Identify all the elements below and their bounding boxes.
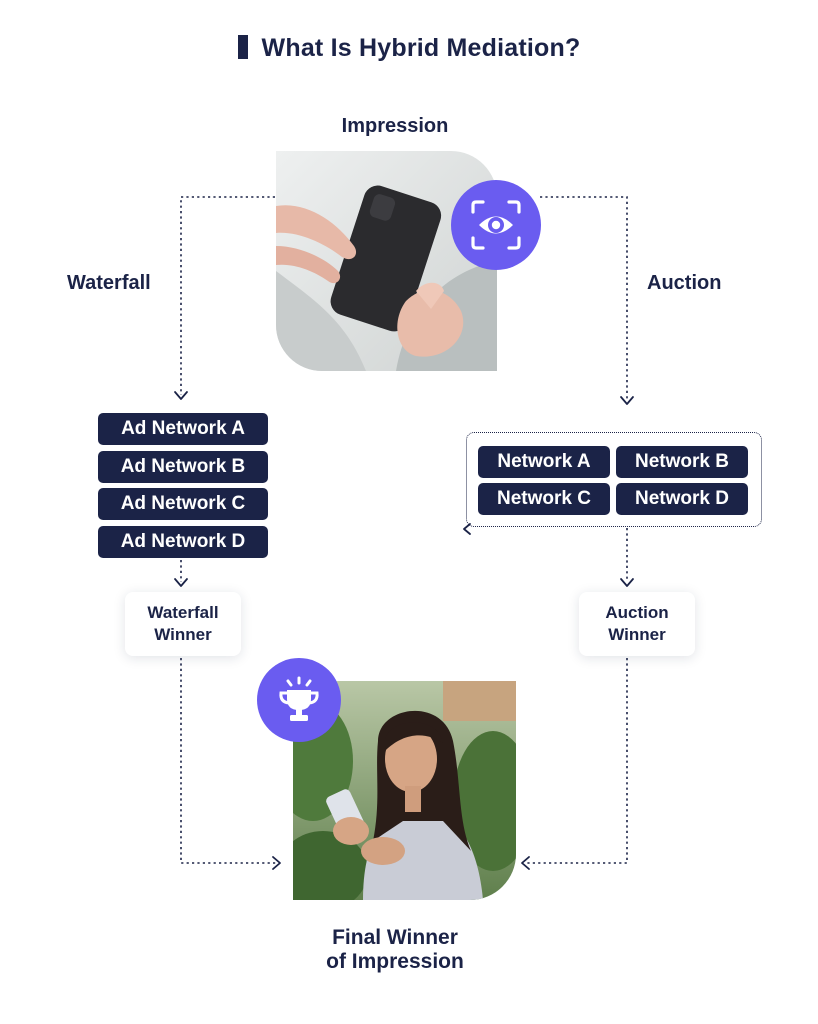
page-title-text: What Is Hybrid Mediation? <box>261 34 581 62</box>
waterfall-winner-line1: Waterfall <box>147 603 219 622</box>
final-winner-label: Final Winner of Impression <box>0 926 790 974</box>
auction-network-b: Network B <box>616 446 748 478</box>
waterfall-network-b: Ad Network B <box>98 451 268 483</box>
connector-auction-winner-to-final <box>526 658 628 864</box>
auction-network-c: Network C <box>478 483 610 515</box>
connector-impression-to-auction <box>540 196 628 400</box>
waterfall-label: Waterfall <box>67 272 151 294</box>
phone-in-hands-illustration <box>276 151 497 371</box>
auction-network-d: Network D <box>616 483 748 515</box>
final-badge <box>257 658 341 742</box>
arrowhead-waterfall-winner-icon <box>174 578 188 587</box>
waterfall-network-c: Ad Network C <box>98 488 268 520</box>
title-bar-icon <box>237 35 248 59</box>
waterfall-winner-line2: Winner <box>154 625 212 644</box>
connector-impression-to-waterfall <box>180 196 275 395</box>
impression-photo <box>276 151 497 371</box>
auction-label: Auction <box>647 272 722 294</box>
auction-network-a: Network A <box>478 446 610 478</box>
auction-winner-box: Auction Winner <box>579 592 695 656</box>
impression-label: Impression <box>341 115 449 137</box>
final-winner-line1: Final Winner <box>332 926 458 949</box>
waterfall-network-a: Ad Network A <box>98 413 268 445</box>
arrowhead-auction-icon <box>620 396 634 405</box>
arrowhead-final-left-icon <box>272 856 281 870</box>
final-winner-line2: of Impression <box>326 950 464 973</box>
trophy-icon <box>279 676 319 721</box>
auction-winner-line2: Winner <box>608 625 666 644</box>
auction-return-arrow-icon <box>463 523 471 535</box>
auction-winner-line1: Auction <box>605 603 669 622</box>
page-title: What Is Hybrid Mediation? <box>0 34 818 63</box>
arrowhead-auction-winner-icon <box>620 578 634 587</box>
arrowhead-final-right-icon <box>521 856 530 870</box>
eye-icon <box>471 200 521 250</box>
arrowhead-waterfall-icon <box>174 391 188 400</box>
waterfall-winner-box: Waterfall Winner <box>125 592 241 656</box>
waterfall-network-d: Ad Network D <box>98 526 268 558</box>
impression-badge <box>451 180 541 270</box>
auction-network-group <box>466 432 762 527</box>
